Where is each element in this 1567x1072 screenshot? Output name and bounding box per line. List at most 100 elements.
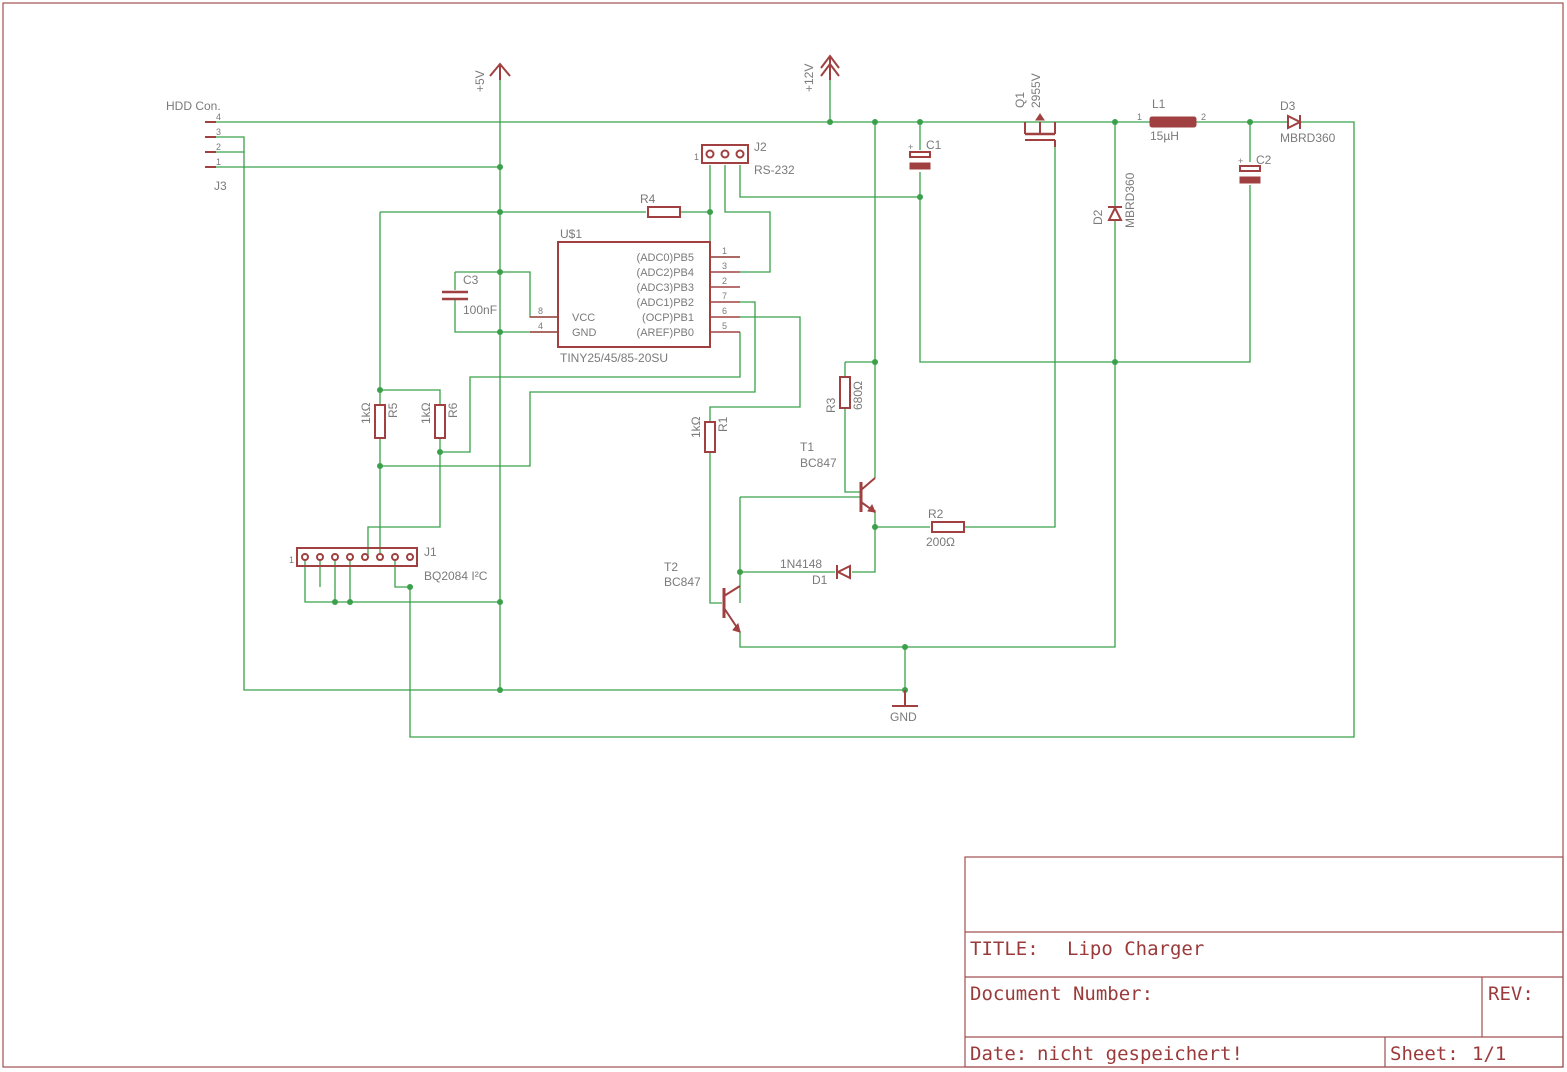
resistor-r1: 1kΩ R1	[689, 416, 730, 453]
c2-name: C2	[1256, 153, 1272, 167]
diode-d2: D2 MBRD360	[1091, 172, 1137, 228]
c3-name: C3	[463, 273, 479, 287]
u1-pin-8: 8	[538, 306, 543, 316]
d3-value: MBRD360	[1280, 131, 1336, 145]
r4-name: R4	[640, 192, 656, 206]
d2-value: MBRD360	[1123, 172, 1137, 228]
connector-j3: 4 3 2 1 HDD Con. J3	[166, 99, 227, 193]
title-label: TITLE:	[970, 938, 1039, 960]
c1-plus: +	[908, 142, 913, 152]
transistor-t2: T2 BC847	[664, 560, 741, 633]
r3-value: 680Ω	[851, 381, 865, 410]
r5-value: 1kΩ	[359, 402, 373, 424]
u1-gnd-label: GND	[572, 327, 597, 339]
sheet-label: Sheet:	[1390, 1043, 1459, 1065]
u1-pin-1: 1	[722, 246, 727, 256]
d1-name: D1	[812, 573, 828, 587]
u1-pb5-label: (ADC0)PB5	[637, 252, 694, 264]
connector-j1: 1 J1 BQ2084 I²C	[289, 545, 488, 583]
diode-d1: 1N4148 D1	[780, 557, 851, 587]
r2-value: 200Ω	[926, 535, 955, 549]
diode-d3: D3 MBRD360	[1280, 99, 1336, 145]
j3-value: HDD Con.	[166, 99, 221, 113]
l1-pin-1: 1	[1137, 112, 1142, 122]
t2-name: T2	[664, 560, 678, 574]
connector-j2: 1 J2 RS-232	[694, 140, 795, 177]
c2-plus: +	[1238, 156, 1243, 166]
r5-name: R5	[386, 402, 400, 418]
q1-value: 2955V	[1029, 73, 1043, 108]
u1-pin-3: 3	[722, 261, 727, 271]
r6-value: 1kΩ	[419, 402, 433, 424]
sheet-value: 1/1	[1472, 1043, 1506, 1065]
resistor-r5: 1kΩ R5	[359, 402, 400, 439]
u1-pin-5: 5	[722, 321, 727, 331]
resistor-r3: R3 680Ω	[824, 376, 865, 413]
u1-pb1-label: (OCP)PB1	[642, 312, 694, 324]
title-block: TITLE: Lipo Charger Document Number: REV…	[964, 856, 1564, 1068]
d3-name: D3	[1280, 99, 1296, 113]
microcontroller-u1: 8 4 VCC GND 1 3 2 7 6 5 (ADC0)PB5 (ADC2)…	[530, 227, 740, 365]
transistor-t1: T1 BC847	[800, 440, 876, 513]
supply-5v-label: +5V	[473, 70, 487, 92]
u1-pin-7: 7	[722, 291, 727, 301]
j2-value: RS-232	[754, 163, 795, 177]
u1-pin-4: 4	[538, 321, 543, 331]
u1-pin-2: 2	[722, 276, 727, 286]
d1-value: 1N4148	[780, 557, 822, 571]
t2-value: BC847	[664, 575, 701, 589]
capacitor-c3: C3 100nF	[442, 273, 497, 317]
rev-label: REV:	[1488, 983, 1534, 1005]
c1-name: C1	[926, 138, 942, 152]
junctions	[332, 119, 1253, 693]
j3-pin-1: 1	[216, 157, 221, 167]
j1-name: J1	[424, 545, 437, 559]
r2-name: R2	[928, 507, 944, 521]
j2-name: J2	[754, 140, 767, 154]
l1-value: 15µH	[1150, 129, 1179, 143]
d2-name: D2	[1091, 209, 1105, 225]
document-number-label: Document Number:	[970, 983, 1153, 1005]
j1-pin-1: 1	[289, 555, 294, 565]
u1-pb3-label: (ADC3)PB3	[637, 282, 694, 294]
j3-pin-4: 4	[216, 112, 221, 122]
t1-name: T1	[800, 440, 814, 454]
title-value: Lipo Charger	[1067, 938, 1204, 960]
ground-label: GND	[890, 710, 917, 724]
u1-pb0-label: (AREF)PB0	[637, 327, 694, 339]
u1-pb4-label: (ADC2)PB4	[637, 267, 694, 279]
resistor-r2: R2 200Ω	[926, 507, 965, 549]
l1-name: L1	[1152, 97, 1166, 111]
supply-5v-symbol: +5V	[473, 62, 511, 92]
capacitor-c1: + C1	[908, 138, 942, 170]
date-value: nicht gespeichert!	[1037, 1043, 1243, 1065]
date-label: Date:	[970, 1043, 1027, 1065]
resistor-r6: 1kΩ R6	[419, 402, 460, 439]
u1-value: TINY25/45/85-20SU	[560, 351, 668, 365]
supply-12v-symbol: +12V	[802, 54, 840, 92]
r1-name: R1	[716, 416, 730, 432]
c3-value: 100nF	[463, 303, 497, 317]
j3-pin-3: 3	[216, 127, 221, 137]
q1-name: Q1	[1013, 92, 1027, 108]
r3-name: R3	[824, 397, 838, 413]
inductor-l1: 1 2 L1 15µH	[1137, 97, 1206, 143]
j1-value: BQ2084 I²C	[424, 569, 488, 583]
u1-vcc-label: VCC	[572, 312, 595, 324]
resistor-r4: R4	[640, 192, 681, 218]
j3-name: J3	[214, 179, 227, 193]
wires	[216, 78, 1355, 738]
supply-12v-label: +12V	[802, 64, 816, 92]
r6-name: R6	[446, 402, 460, 418]
r1-value: 1kΩ	[689, 416, 703, 438]
l1-pin-2: 2	[1201, 112, 1206, 122]
u1-pin-6: 6	[722, 306, 727, 316]
ground-symbol: GND	[890, 690, 918, 724]
t1-value: BC847	[800, 456, 837, 470]
u1-name: U$1	[560, 227, 582, 241]
mosfet-q1: Q1 2955V	[1013, 73, 1056, 147]
capacitor-c2: + C2	[1238, 153, 1272, 184]
j2-pin-1: 1	[694, 152, 699, 162]
